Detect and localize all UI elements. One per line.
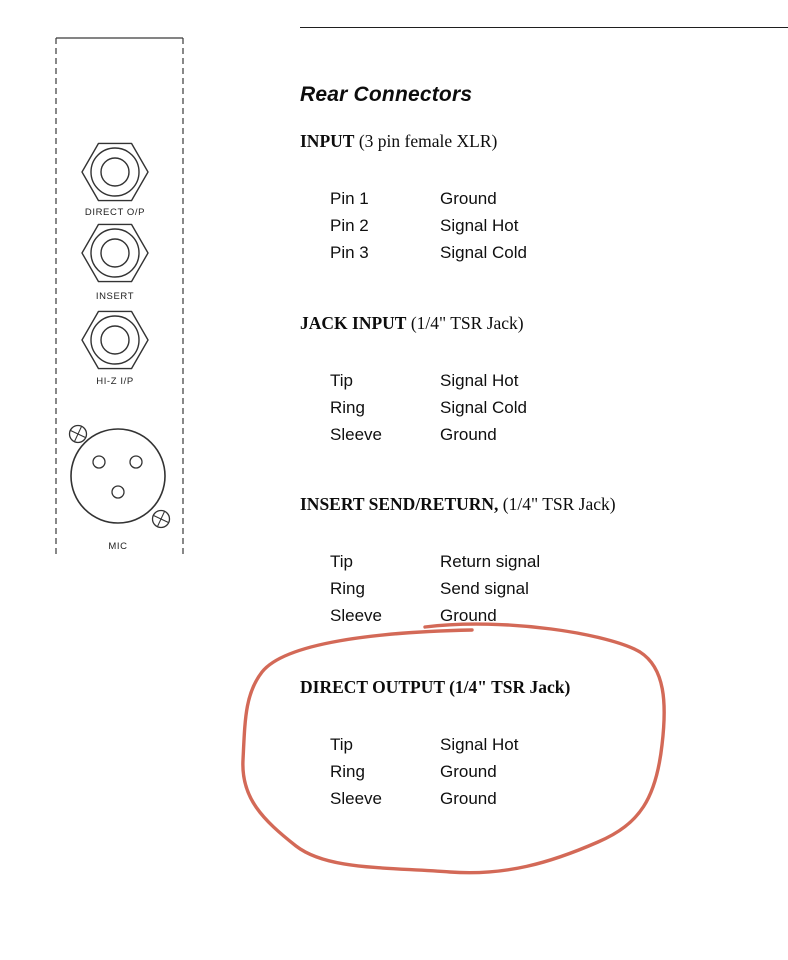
pin-term: Sleeve — [330, 788, 382, 808]
pin-description: Send signal — [440, 578, 529, 598]
pin-term: Ring — [330, 578, 365, 598]
pin-description: Ground — [440, 788, 497, 808]
table-row: Ring Ground — [330, 758, 770, 785]
pin-description: Ground — [440, 424, 497, 444]
pin-table: Pin 1 Ground Pin 2 Signal Hot Pin 3 Sign… — [330, 185, 770, 266]
section-heading: INSERT SEND/RETURN, (1/4" TSR Jack) — [300, 494, 770, 516]
direct-output-jack-icon — [81, 142, 149, 202]
xlr-connector-icon — [70, 428, 166, 524]
pin-term: Tip — [330, 551, 353, 571]
pin-term: Sleeve — [330, 424, 382, 444]
direct-op-label: DIRECT O/P — [85, 207, 145, 218]
pin-term: Pin 2 — [330, 215, 369, 235]
hi-z-jack-icon — [81, 310, 149, 370]
pin-description: Ground — [440, 761, 497, 781]
hi-z-label: HI-Z I/P — [96, 376, 134, 387]
section-insert-send-return: INSERT SEND/RETURN, (1/4" TSR Jack) Tip … — [300, 494, 770, 629]
pin-term: Pin 3 — [330, 242, 369, 262]
section-heading: INPUT (3 pin female XLR) — [300, 131, 770, 153]
table-row: Sleeve Ground — [330, 421, 770, 448]
pin-term: Pin 1 — [330, 188, 369, 208]
pin-description: Signal Cold — [440, 397, 527, 417]
pin-description: Signal Hot — [440, 734, 519, 754]
table-row: Tip Signal Hot — [330, 367, 770, 394]
pin-description: Signal Hot — [440, 215, 519, 235]
pin-term: Ring — [330, 397, 365, 417]
table-row: Tip Signal Hot — [330, 731, 770, 758]
pin-table: Tip Signal Hot Ring Signal Cold Sleeve G… — [330, 367, 770, 448]
pin-table: Tip Signal Hot Ring Ground Sleeve Ground — [330, 731, 770, 812]
table-row: Pin 2 Signal Hot — [330, 212, 770, 239]
table-row: Sleeve Ground — [330, 602, 770, 629]
pin-description: Return signal — [440, 551, 541, 571]
insert-label: INSERT — [96, 291, 134, 302]
table-row: Pin 1 Ground — [330, 185, 770, 212]
insert-jack-icon — [81, 223, 149, 283]
pin-description: Ground — [440, 605, 497, 625]
mic-label: MIC — [108, 541, 127, 552]
page-title: Rear Connectors — [300, 83, 473, 106]
top-divider-rule — [300, 27, 788, 28]
pin-description: Signal Cold — [440, 242, 527, 262]
pin-table: Tip Return signal Ring Send signal Sleev… — [330, 548, 770, 629]
rear-panel-diagram: DIRECT O/P INSERT HI-Z I/P MIC — [55, 37, 184, 558]
section-jack-input: JACK INPUT (1/4" TSR Jack) Tip Signal Ho… — [300, 313, 770, 448]
heading-rest: (3 pin female XLR) — [354, 131, 498, 151]
pin-term: Sleeve — [330, 605, 382, 625]
heading-rest: (1/4" TSR Jack) — [498, 494, 616, 514]
table-row: Tip Return signal — [330, 548, 770, 575]
screw-icon — [149, 507, 173, 531]
table-row: Sleeve Ground — [330, 785, 770, 812]
heading-bold: DIRECT OUTPUT (1/4" TSR Jack) — [300, 677, 571, 697]
section-direct-output: DIRECT OUTPUT (1/4" TSR Jack) Tip Signal… — [300, 677, 770, 812]
pin-term: Ring — [330, 761, 365, 781]
pin-term: Tip — [330, 734, 353, 754]
table-row: Ring Signal Cold — [330, 394, 770, 421]
table-row: Pin 3 Signal Cold — [330, 239, 770, 266]
heading-bold: JACK INPUT — [300, 313, 407, 333]
section-heading: DIRECT OUTPUT (1/4" TSR Jack) — [300, 677, 770, 699]
pin-term: Tip — [330, 370, 353, 390]
pin-description: Signal Hot — [440, 370, 519, 390]
heading-rest: (1/4" TSR Jack) — [406, 313, 524, 333]
heading-bold: INSERT SEND/RETURN, — [300, 494, 499, 514]
section-heading: JACK INPUT (1/4" TSR Jack) — [300, 313, 770, 335]
heading-bold: INPUT — [300, 131, 355, 151]
table-row: Ring Send signal — [330, 575, 770, 602]
section-input: INPUT (3 pin female XLR) Pin 1 Ground Pi… — [300, 131, 770, 266]
pin-description: Ground — [440, 188, 497, 208]
